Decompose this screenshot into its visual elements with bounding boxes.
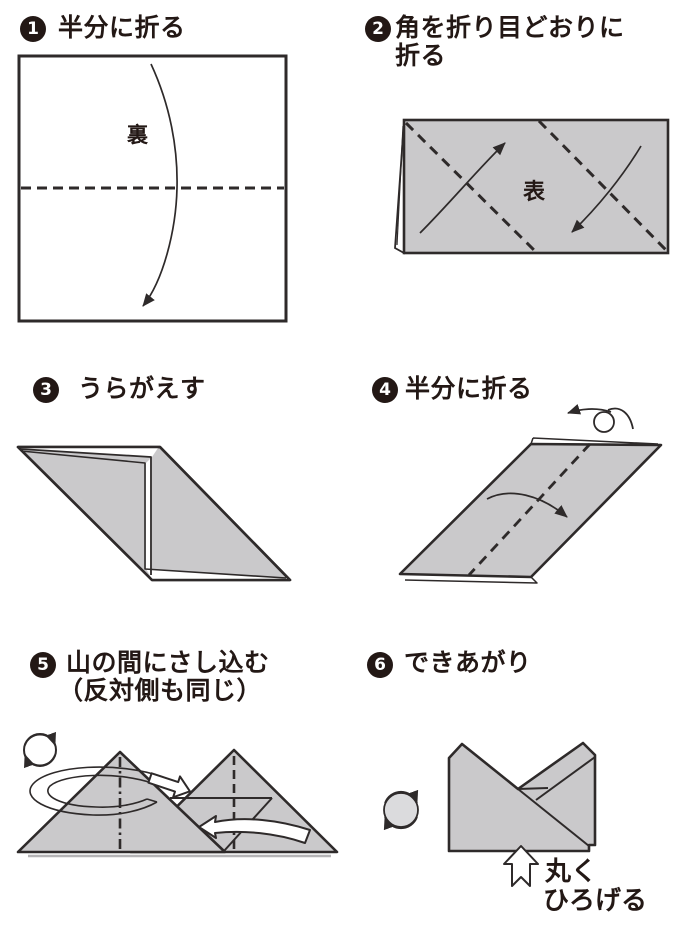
insert-arrow xyxy=(147,772,191,799)
annotation-line1: 丸く xyxy=(544,857,597,887)
step-3-title: うらがえす xyxy=(78,374,206,403)
paper-parallelogram xyxy=(16,445,292,582)
valley-fold-line xyxy=(467,443,592,576)
flap-edge xyxy=(517,788,590,847)
finished-model xyxy=(447,741,597,853)
step-4-number-badge: 4 xyxy=(372,377,398,403)
step-1-title: 半分に折る xyxy=(58,13,186,42)
valley-fold-line xyxy=(404,121,537,253)
step-5-number-badge: 5 xyxy=(30,652,56,678)
flap-edge xyxy=(535,756,596,801)
flap-edge xyxy=(517,787,549,790)
left-mountain xyxy=(16,750,227,854)
layer-edge xyxy=(19,448,152,575)
step-4-title: 半分に折る xyxy=(405,374,533,403)
paper-side-label-back: 裏 xyxy=(126,123,149,147)
step-6-title: できあがり xyxy=(404,648,532,677)
step-5-diagram xyxy=(16,731,339,858)
paper-parallelogram xyxy=(398,442,663,579)
step-5-title-line2: （反対側も同じ） xyxy=(58,676,263,705)
step-2-number-badge: 2 xyxy=(365,16,391,42)
turn-over-arrow xyxy=(567,403,612,415)
step-4-diagram xyxy=(398,403,663,584)
fold-arrow xyxy=(486,492,568,518)
wrap-around-loop xyxy=(29,766,164,816)
annotation-line2: ひろげる xyxy=(543,886,647,916)
fold-arrow xyxy=(571,145,642,233)
layer-edge xyxy=(404,576,538,584)
insert-arrow xyxy=(198,815,311,844)
step-6-diagram xyxy=(383,741,597,887)
paper-side-label-front: 表 xyxy=(523,180,546,205)
step-2-title-line1: 角を折り目どおりに xyxy=(395,13,625,42)
fold-arrow xyxy=(419,142,506,234)
step-5-title-line1: 山の間にさし込む xyxy=(66,648,270,677)
step-6-number-badge: 6 xyxy=(367,652,393,678)
paper-rectangle xyxy=(402,118,670,255)
step-1-number-badge: 1 xyxy=(20,16,46,42)
step-3-diagram xyxy=(16,445,292,582)
step-2-title-line2: 折る xyxy=(395,41,447,70)
layer-edge xyxy=(20,450,287,579)
step-1-diagram xyxy=(17,54,288,323)
turn-over-icon xyxy=(593,411,615,433)
valley-fold-line xyxy=(537,119,669,253)
open-arrow xyxy=(503,845,539,887)
step-2-diagram xyxy=(394,118,670,255)
fold-arrow xyxy=(142,63,178,307)
step-3-number-badge: 3 xyxy=(33,377,59,403)
rotate-icon xyxy=(383,792,419,828)
